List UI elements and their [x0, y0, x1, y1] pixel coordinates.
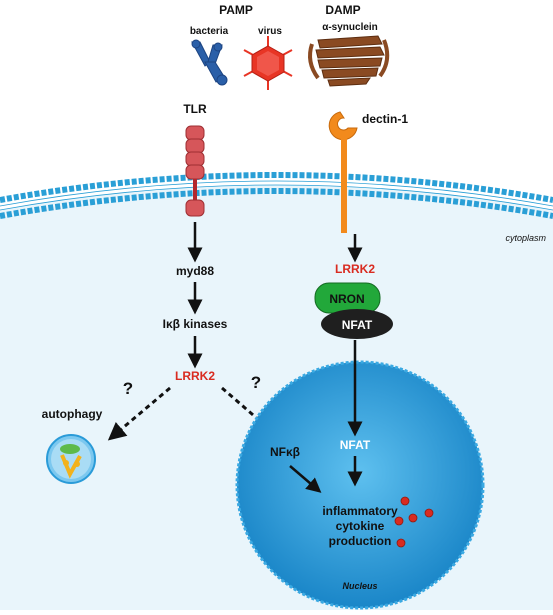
alpha-synuclein-icon: [308, 35, 390, 87]
nfat-complex: [321, 309, 393, 339]
bacteria-label: bacteria: [190, 26, 229, 37]
question-mark-left: ?: [123, 379, 133, 398]
bacteria-icon: [191, 39, 228, 86]
alpha-synuclein-label: α-synuclein: [322, 22, 378, 33]
nfat-complex-label: NFAT: [342, 318, 373, 332]
nucleus: [235, 360, 485, 610]
dectin1-receptor: [328, 111, 358, 233]
tlr-label: TLR: [183, 102, 207, 116]
cytoplasm-label: cytoplasm: [505, 233, 546, 243]
myd88-label: myd88: [176, 264, 214, 278]
output-line1: inflammatory: [322, 504, 398, 518]
output-line3: production: [329, 534, 392, 548]
lrrk2-left-label: LRRK2: [175, 369, 215, 383]
arrow-nfkb-to-output: [289, 465, 322, 493]
nron-label: NRON: [329, 292, 364, 306]
nucleus-label: Nucleus: [342, 581, 377, 591]
tlr-receptor: [185, 125, 205, 217]
damp-label: DAMP: [325, 3, 360, 17]
dashed-arrow-to-autophagy: [107, 386, 171, 441]
autophagy-label: autophagy: [42, 407, 103, 421]
virus-icon: [243, 36, 293, 90]
autophagosome-icon: [46, 434, 96, 484]
virus-label: virus: [258, 26, 282, 37]
cytokine-dots: [394, 496, 434, 548]
question-mark-right: ?: [251, 373, 261, 392]
nfkb-label: NFκβ: [270, 445, 300, 459]
nfat-nucleus-label: NFAT: [340, 438, 371, 452]
ikb-kinases-label: Iκβ kinases: [163, 317, 228, 331]
cell-membrane: [0, 172, 553, 219]
output-line2: cytokine: [336, 519, 385, 533]
dectin1-label: dectin-1: [362, 112, 408, 126]
lrrk2-right-label: LRRK2: [335, 262, 375, 276]
pamp-label: PAMP: [219, 3, 253, 17]
